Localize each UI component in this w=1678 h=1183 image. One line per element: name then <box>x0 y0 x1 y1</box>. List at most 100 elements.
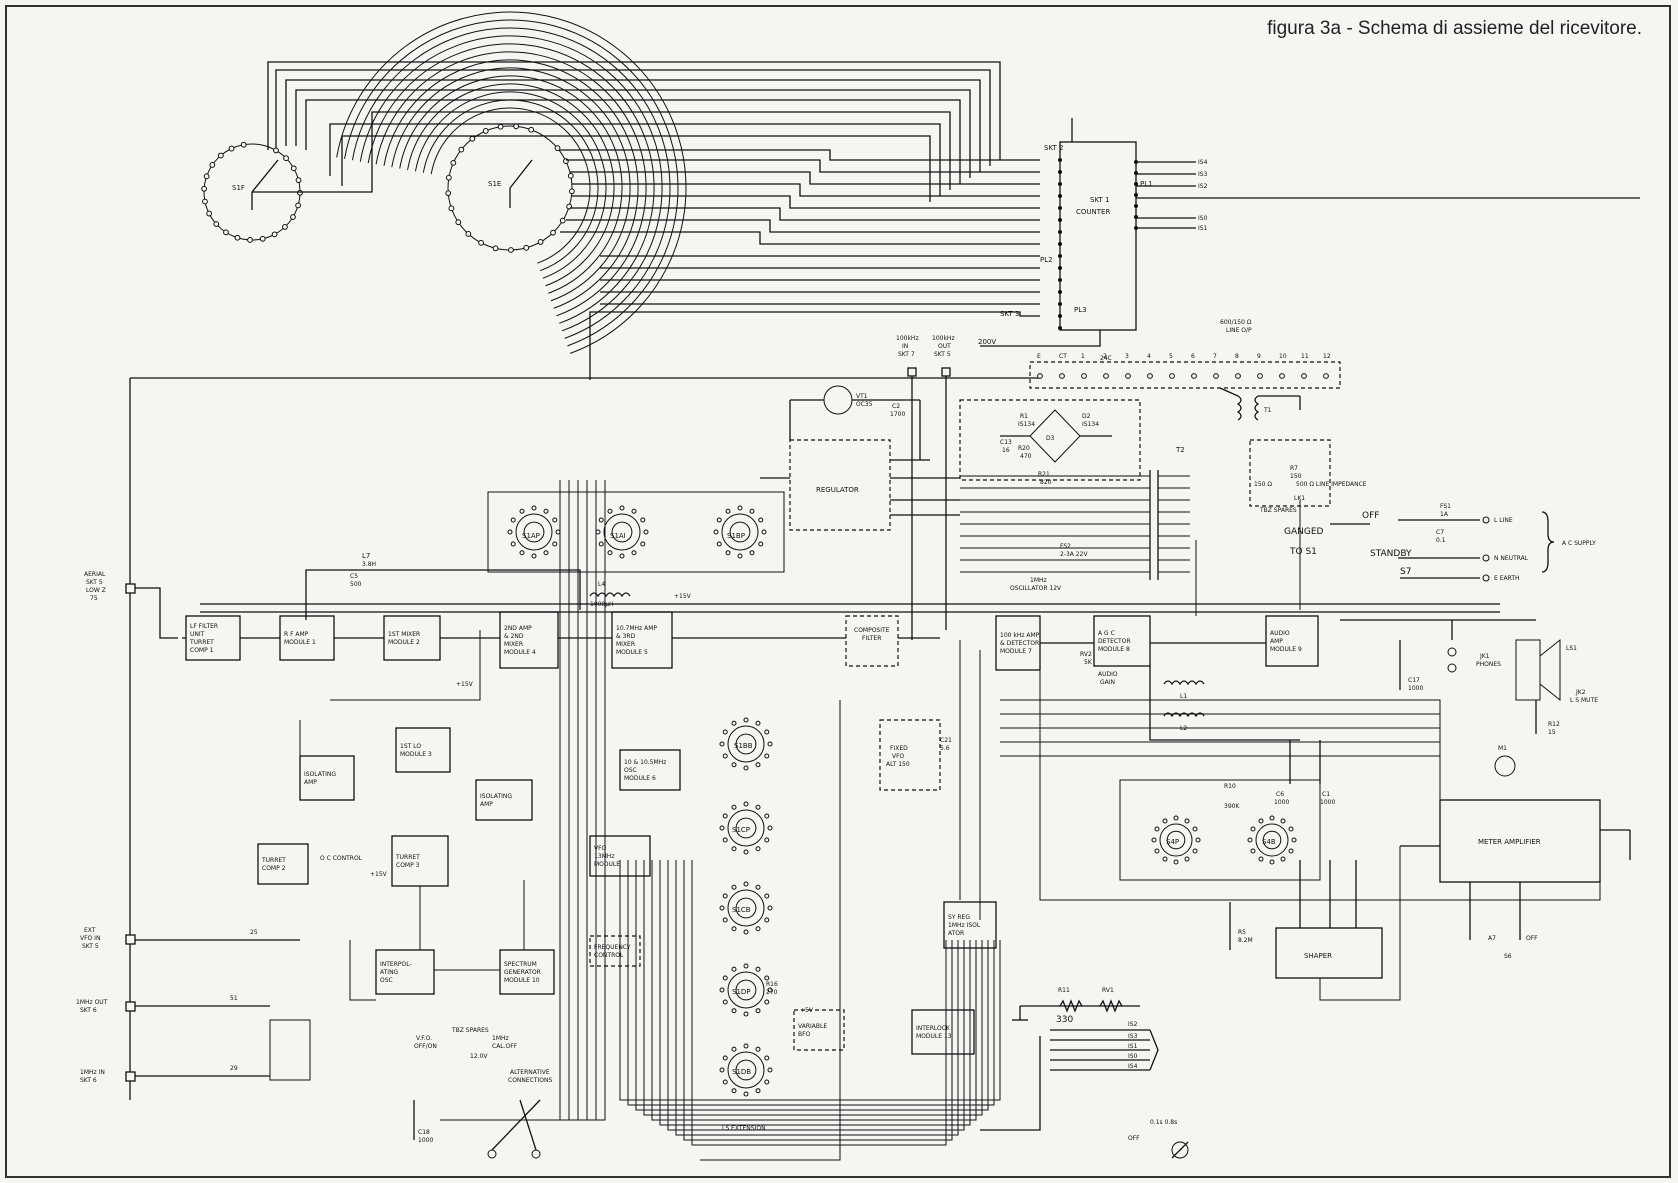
svg-text:TO S1: TO S1 <box>1289 547 1317 557</box>
svg-text:R21: R21 <box>1038 471 1050 478</box>
svg-text:MODULE 6: MODULE 6 <box>624 775 656 782</box>
ac-supply: OFF STANDBY GANGED TO S1 S7 FS1 1A C7 0.… <box>1284 503 1596 582</box>
pl3-label: PL3 <box>1074 306 1087 314</box>
svg-text:MODULE 2: MODULE 2 <box>388 639 420 646</box>
svg-text:AMP: AMP <box>480 801 493 808</box>
svg-text:SY REG: SY REG <box>948 914 970 921</box>
svg-text:C6: C6 <box>1276 791 1284 798</box>
pl2-label: PL2 <box>1040 256 1053 264</box>
svg-text:R1: R1 <box>1020 413 1028 420</box>
svg-text:1ST LO: 1ST LO <box>400 743 421 750</box>
shaper-label: SHAPER <box>1304 952 1332 960</box>
svg-text:IS134: IS134 <box>1082 421 1099 428</box>
svg-text:D2: D2 <box>1082 413 1091 420</box>
connector-label: 4 <box>1147 353 1151 360</box>
svg-text:PHONES: PHONES <box>1476 661 1501 668</box>
svg-text:ATING: ATING <box>380 969 399 976</box>
svg-text:S1AI: S1AI <box>610 532 626 540</box>
svg-text:ISOLATING: ISOLATING <box>480 793 512 800</box>
svg-text:AUDIO: AUDIO <box>1098 671 1118 678</box>
svg-text:TBZ SPARES: TBZ SPARES <box>451 1027 489 1034</box>
svg-text:820: 820 <box>1040 479 1052 486</box>
svg-text:CONTROL: CONTROL <box>594 952 624 959</box>
speaker-output: JK1 PHONES LS1 JK2 L S MUTE R12 15 C17 1… <box>1340 619 1598 736</box>
svg-text:BFO: BFO <box>798 1031 811 1038</box>
gain-resistors: R11 RV1 330 <box>1012 987 1140 1025</box>
svg-text:MODULE 10: MODULE 10 <box>504 977 540 984</box>
svg-text:VT1: VT1 <box>856 393 868 400</box>
svg-text:M1: M1 <box>1498 745 1507 752</box>
svg-text:MODULE: MODULE <box>594 861 620 868</box>
svg-text:SKT 6: SKT 6 <box>80 1077 97 1084</box>
aerial-input: AERIAL SKT 5 LOW Z 75 <box>84 571 178 639</box>
bottom-terminals: C18 1000 <box>413 1099 541 1159</box>
svg-text:IS2: IS2 <box>1128 1021 1138 1028</box>
meter-amp-label: METER AMPLIFIER <box>1478 838 1541 846</box>
shaper: SHAPER R5 8.2M <box>1229 860 1383 979</box>
connector-label: 5 <box>1169 353 1173 360</box>
svg-text:S1CP: S1CP <box>732 826 750 834</box>
svg-text:L4: L4 <box>598 581 605 588</box>
svg-text:GENERATOR: GENERATOR <box>504 969 541 976</box>
svg-text:+15V: +15V <box>674 593 692 600</box>
connector-label: 3 <box>1125 353 1129 360</box>
svg-text:E EARTH: E EARTH <box>1494 575 1520 582</box>
svg-text:L1: L1 <box>1180 693 1187 700</box>
svg-text:2-3A 22V: 2-3A 22V <box>1060 551 1088 558</box>
regulator-block: REGULATOR VT1 OC35 C2 1700 <box>760 385 960 531</box>
svg-text:10.7MHz AMP: 10.7MHz AMP <box>616 625 657 632</box>
connector-label: 8 <box>1235 353 1239 360</box>
svg-text:SKT 1: SKT 1 <box>1090 196 1109 204</box>
svg-text:ALT 150: ALT 150 <box>886 761 910 768</box>
svg-text:MODULE 3: MODULE 3 <box>400 751 432 758</box>
svg-text:13MHz: 13MHz <box>594 853 614 860</box>
svg-text:INTERLOCK: INTERLOCK <box>916 1025 951 1032</box>
svg-text:1000: 1000 <box>1274 799 1289 806</box>
bottom-switch[interactable]: 0.1s 0.8s OFF <box>1128 1119 1189 1159</box>
svg-text:S6: S6 <box>1504 953 1512 960</box>
svg-text:500: 500 <box>350 581 362 588</box>
svg-text:150: 150 <box>1290 473 1302 480</box>
svg-text:MODULE 7: MODULE 7 <box>1000 648 1032 655</box>
svg-text:R10: R10 <box>1224 783 1236 790</box>
svg-text:ATOR: ATOR <box>948 930 964 937</box>
svg-text:29: 29 <box>230 1065 238 1072</box>
svg-text:C13: C13 <box>1000 439 1012 446</box>
svg-text:IS1: IS1 <box>1128 1043 1138 1050</box>
svg-text:10 & 10.5MHz: 10 & 10.5MHz <box>624 759 666 766</box>
meter-amplifier: METER AMPLIFIER M1 A7 OFF S6 <box>1400 745 1631 960</box>
svg-text:S1BP: S1BP <box>727 532 745 540</box>
svg-text:+15V: +15V <box>370 871 388 878</box>
svg-text:COMP 3: COMP 3 <box>396 862 420 869</box>
svg-text:1MHz: 1MHz <box>492 1035 509 1042</box>
svg-text:ALTERNATIVE: ALTERNATIVE <box>510 1069 550 1076</box>
svg-text:C1: C1 <box>1322 791 1330 798</box>
svg-text:IS4: IS4 <box>1198 159 1208 166</box>
counter-block: COUNTER SKT 1 SKT 2 PL1 PL2 PL3 SKT 3 IS… <box>589 118 1640 380</box>
svg-text:S4B: S4B <box>1262 838 1276 846</box>
svg-text:IS4: IS4 <box>1128 1063 1138 1070</box>
svg-text:OFF/ON: OFF/ON <box>414 1043 437 1050</box>
svg-text:C2: C2 <box>892 403 900 410</box>
svg-text:OSC: OSC <box>380 977 393 984</box>
connector-label: 1 <box>1081 353 1085 360</box>
switch-decks-column: S1BB S1CP S1CB S1DP S1DB R16 270 +5V LS … <box>719 717 814 1132</box>
connector-label: 10 <box>1279 353 1287 360</box>
svg-text:0.1s 0.8s: 0.1s 0.8s <box>1150 1119 1177 1126</box>
svg-text:R16: R16 <box>766 981 778 988</box>
svg-text:GAIN: GAIN <box>1100 679 1115 686</box>
svg-text:270: 270 <box>766 989 778 996</box>
connector-label: 2 <box>1103 353 1107 360</box>
svg-text:OUT: OUT <box>938 343 951 350</box>
svg-text:IS2: IS2 <box>1198 183 1208 190</box>
svg-text:1A: 1A <box>1440 511 1449 518</box>
composite-filter: COMPOSITE FILTER <box>845 615 899 667</box>
svg-text:1MHz IN: 1MHz IN <box>80 1069 105 1076</box>
svg-text:LF FILTER: LF FILTER <box>190 623 218 630</box>
rotary-switch-s1e[interactable]: S1E <box>336 11 687 354</box>
